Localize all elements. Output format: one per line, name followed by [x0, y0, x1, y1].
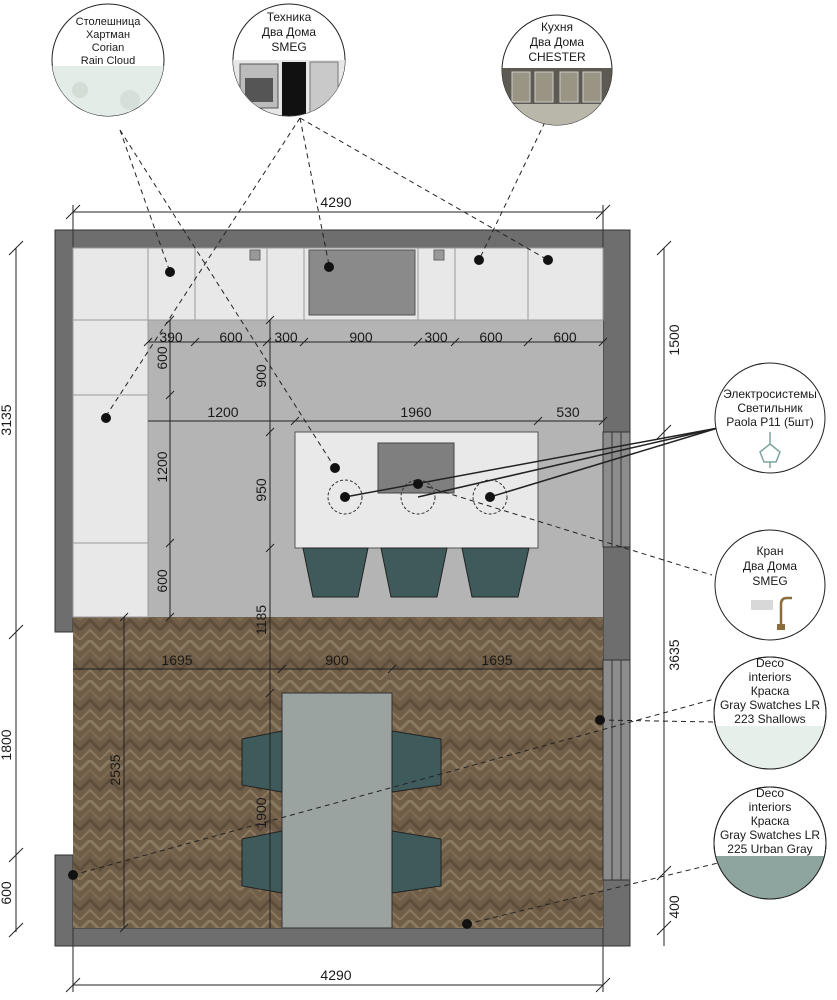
faucet-image	[751, 596, 792, 630]
dim-dining-right: 1695	[481, 652, 512, 668]
dim-left-run-600-top: 600	[154, 346, 170, 370]
corian-sample-image	[52, 66, 164, 116]
dim-table-length: 1900	[253, 797, 269, 828]
left-cabinet-run	[72, 247, 149, 618]
paint2-line-4: Gray Swatches LR	[720, 828, 820, 842]
appliances-line-1: Техника	[267, 10, 312, 24]
dim-island-length: 1960	[400, 404, 431, 420]
dim-right-main: 3635	[666, 639, 682, 670]
appliances-line-3: SMEG	[271, 40, 306, 54]
dim-left-run-1200: 1200	[154, 451, 170, 482]
lighting-line-3: Paola P11 (5шт)	[726, 415, 814, 429]
wall-left-upper	[54, 229, 74, 633]
countertop-line-3: Corian	[92, 42, 124, 54]
dim-left-kitchen: 3135	[0, 404, 14, 435]
dim-cab-6: 600	[553, 329, 577, 345]
kitchen-line-1: Кухня	[541, 20, 573, 34]
paint2-line-2: interiors	[749, 800, 792, 814]
dim-top-total: 4290	[320, 194, 351, 210]
wall-bottom	[54, 927, 631, 947]
callout-countertop: Столешница Хартман Corian Rain Cloud	[51, 3, 165, 117]
paint1-line-2: interiors	[749, 670, 792, 684]
dining-table	[281, 692, 393, 929]
callout-paint-shallows: Deco interiors Краска Gray Swatches LR 2…	[713, 656, 827, 770]
leader-lines	[72, 117, 719, 925]
hob	[308, 249, 416, 316]
kitchen-line-3: CHESTER	[528, 50, 586, 64]
paint2-line-3: Краска	[751, 814, 790, 828]
countertop-line-1: Столешница	[76, 16, 142, 28]
dim-bottom-total: 4290	[320, 967, 351, 983]
island	[294, 431, 539, 549]
dim-right-bottom: 400	[666, 895, 682, 919]
faucet-line-2: Два Дома	[743, 559, 798, 573]
callout-appliances: Техника Два Дома SMEG	[232, 3, 346, 117]
dim-table-width: 900	[325, 652, 349, 668]
light-leaders	[344, 427, 719, 498]
dim-island-offset-right: 530	[556, 404, 580, 420]
callout-paint-urban-gray: Deco interiors Краска Gray Swatches LR 2…	[713, 786, 827, 900]
paint1-line-3: Краска	[751, 684, 790, 698]
kitchen-line-2: Два Дома	[530, 35, 585, 49]
paint2-line-1: Deco	[756, 786, 784, 800]
bar-stools	[302, 547, 530, 598]
lighting-line-2: Светильник	[737, 401, 803, 415]
paint1-line-4: Gray Swatches LR	[720, 698, 820, 712]
lighting-line-1: Электросистемы	[723, 387, 817, 401]
chester-kitchen-image	[502, 68, 612, 125]
wall-left-lower	[54, 854, 74, 947]
dimension-labels: 4290 4290 3135 1800 600 1500 3635 400 39…	[0, 194, 682, 983]
dim-left-run-600-bottom: 600	[154, 569, 170, 593]
paint1-line-1: Deco	[756, 656, 784, 670]
dim-cab-1: 600	[219, 329, 243, 345]
faucet-line-1: Кран	[757, 544, 784, 558]
dining-set	[241, 692, 442, 929]
faucet-line-3: SMEG	[752, 574, 787, 588]
dim-aisle-900: 900	[253, 364, 269, 388]
dim-cab-2: 300	[274, 329, 298, 345]
dimension-lines	[8, 204, 672, 993]
swatch-urban-gray	[714, 856, 826, 899]
callout-faucet: Кран Два Дома SMEG	[714, 529, 826, 641]
dim-left-bottom: 600	[0, 881, 14, 905]
callout-lighting: Электросистемы Светильник Paola P11 (5шт…	[714, 362, 826, 474]
dim-island-depth: 950	[253, 478, 269, 502]
smeg-appliances-image	[233, 60, 345, 116]
countertop-line-2: Хартман	[86, 29, 130, 41]
dim-dining-depth: 2535	[107, 754, 123, 785]
appliances-line-2: Два Дома	[262, 25, 317, 39]
pendant-lamp-image	[759, 432, 781, 468]
dim-island-offset-left: 1200	[207, 404, 238, 420]
top-cabinet-run	[147, 247, 604, 321]
leader-dots	[68, 255, 605, 929]
wall-top	[54, 229, 631, 249]
paint2-line-5: 225 Urban Gray	[727, 842, 812, 856]
dim-right-top: 1500	[666, 324, 682, 355]
dim-cab-4: 300	[424, 329, 448, 345]
dim-left-dining: 1800	[0, 729, 14, 760]
countertop-line-4: Rain Cloud	[81, 55, 135, 67]
dim-cab-5: 600	[479, 329, 503, 345]
swatch-shallows	[714, 726, 826, 769]
paint1-line-5: 223 Shallows	[734, 712, 805, 726]
dim-island-to-floor: 1185	[253, 605, 269, 635]
callout-kitchen: Кухня Два Дома CHESTER	[501, 14, 613, 126]
right-window	[602, 431, 631, 881]
dim-dining-left: 1695	[161, 652, 192, 668]
dim-cab-0: 390	[159, 329, 183, 345]
dim-cab-3: 900	[349, 329, 373, 345]
